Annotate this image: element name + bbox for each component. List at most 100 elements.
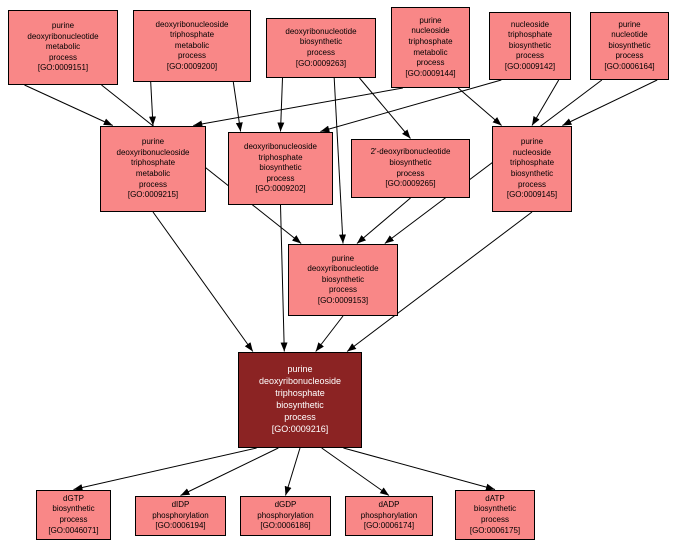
go-term-label-line: [GO:0006175] [469, 525, 521, 535]
go-term-label-line: process [306, 48, 335, 57]
go-term-label-line: dADP [378, 500, 400, 510]
go-term-label-line: phosphorylation [360, 510, 418, 520]
go-term-label-line: process [396, 168, 425, 178]
go-term-label-line: triphosphate [169, 30, 215, 40]
go-term-label-line: dIDP [171, 500, 190, 510]
edge-GO-0009200-to-GO-0009202 [232, 81, 243, 132]
go-term-label-line: triphosphate [408, 36, 453, 46]
go-term-label-line: [GO:0009142] [504, 61, 556, 71]
go-term-label-line: deoxyribonucleoside [258, 376, 342, 387]
edge-GO-0009216-to-GO-0006194 [180, 447, 279, 496]
go-term-label-line: biosynthetic [299, 37, 343, 47]
edge-GO-0009145-to-GO-0009216 [346, 211, 533, 352]
edge-GO-0009215-to-GO-0009216 [152, 211, 254, 352]
edge-GO-0009263-to-GO-0009153 [333, 77, 347, 244]
go-term-label-line: deoxyribonucleotide [27, 31, 99, 41]
go-term-label-line: triphosphate [507, 30, 553, 40]
go-term-label-line: purine [618, 19, 641, 29]
go-term-label-line: purine [287, 364, 313, 375]
go-term-label-line: deoxyribonucleoside [155, 19, 229, 29]
edge-GO-0009265-to-GO-0009153 [356, 197, 411, 244]
go-term-label-line: [GO:0046071] [48, 525, 99, 535]
edge-GO-0006164-to-GO-0009145 [562, 79, 658, 126]
go-term-label-line: process [284, 411, 316, 422]
go-term-label-line: triphosphate [509, 158, 555, 168]
go-term-label-line: triphosphate [258, 152, 303, 162]
go-term-label-line: biosynthetic [608, 40, 651, 50]
go-term-label-line: dGDP [274, 500, 297, 510]
edge-GO-0009263-to-GO-0009202 [277, 77, 285, 132]
edge-GO-0009151-to-GO-0009215 [24, 84, 113, 126]
go-term-label-line: process [48, 52, 77, 62]
go-term-label-line: nucleotide [611, 30, 648, 40]
go-term-label-line: [GO:0009263] [295, 58, 347, 68]
go-term-label-line: biosynthetic [473, 504, 517, 514]
edge-GO-0009202-to-GO-0009216 [280, 204, 288, 352]
go-term-label-line: dATP [485, 493, 505, 503]
go-term-label-line: biosynthetic [259, 163, 302, 173]
go-term-label-line: biosynthetic [321, 274, 365, 284]
go-term-label-line: phosphorylation [257, 510, 314, 520]
go-term-label-line: biosynthetic [508, 40, 552, 50]
go-term-label-line: nucleoside [512, 147, 552, 157]
go-term-label-line: process [515, 51, 544, 61]
go-term-label-line: biosynthetic [510, 169, 554, 178]
go-term-label-line: triphosphate [275, 388, 325, 399]
go-term-label-line: [GO:0009202] [255, 184, 306, 194]
go-term-label-line: purine [51, 21, 75, 31]
edge-GO-0009142-to-GO-0009202 [320, 79, 502, 133]
go-term-label-line: triphosphate [130, 158, 176, 168]
edge-GO-0009216-to-GO-0006174 [321, 447, 390, 496]
go-term-label-line: process [138, 179, 167, 189]
go-term-label-line: process [177, 51, 206, 61]
edge-GO-0009263-to-GO-0009265 [359, 77, 411, 139]
go-term-label-line: [GO:0006174] [363, 521, 415, 531]
go-term-label-line: [GO:0009151] [37, 63, 89, 73]
go-term-label-line: [GO:0006194] [155, 521, 206, 531]
edge-GO-0009200-to-GO-0009215 [149, 81, 157, 126]
go-term-label-line: [GO:0009265] [385, 179, 436, 189]
edge-GO-0009144-to-GO-0009145 [457, 87, 502, 126]
go-term-label-line: metabolic [45, 42, 81, 52]
go-term-label-line: purine [520, 137, 544, 147]
go-term-label-line: process [266, 173, 295, 183]
go-term-label-line: process [59, 515, 88, 524]
go-term-label-line: deoxyribonucleoside [244, 142, 317, 152]
go-term-label-line: process [480, 515, 509, 524]
go-term-label-line: nucleoside [510, 19, 550, 29]
edge-GO-0009216-to-GO-0006186 [284, 447, 301, 496]
edge-GO-0009216-to-GO-0006175 [343, 447, 496, 491]
go-term-label-line: purine [331, 253, 355, 263]
go-term-label-line: biosynthetic [52, 504, 95, 514]
edge-GO-0009216-to-GO-0046071 [73, 447, 257, 491]
go-term-label-line: metabolic [135, 169, 171, 178]
go-term-label-line: process [416, 58, 445, 68]
go-term-label-line: dGTP [63, 493, 84, 503]
go-term-label-line: [GO:0006164] [604, 61, 655, 71]
go-term-label-line: [GO:0009144] [405, 68, 456, 78]
go-term-label-line: purine [141, 137, 165, 147]
go-term-label-line: deoxyribonucleoside [116, 147, 190, 157]
go-term-label-line: metabolic [413, 47, 448, 57]
go-term-label-line: process [328, 285, 357, 295]
go-term-label-line: [GO:0009216] [271, 423, 329, 434]
edge-GO-0009153-to-GO-0009216 [315, 315, 344, 352]
